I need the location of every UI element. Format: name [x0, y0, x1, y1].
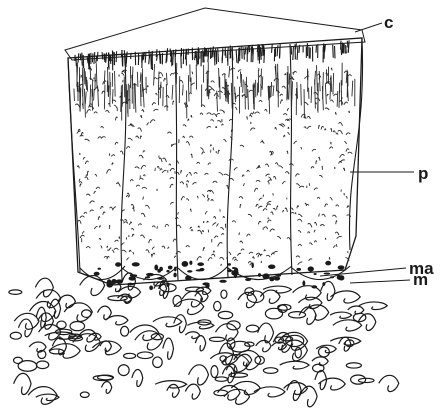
cuticle-layer — [65, 8, 365, 70]
leader-line-ma — [320, 268, 406, 276]
leader-line-m — [350, 280, 410, 283]
palisade-layer — [68, 38, 363, 285]
leader-line-c — [355, 23, 382, 32]
label-m: m — [413, 271, 428, 288]
mesh-layer — [9, 273, 399, 407]
label-p: p — [418, 165, 428, 182]
label-c: c — [384, 14, 393, 31]
